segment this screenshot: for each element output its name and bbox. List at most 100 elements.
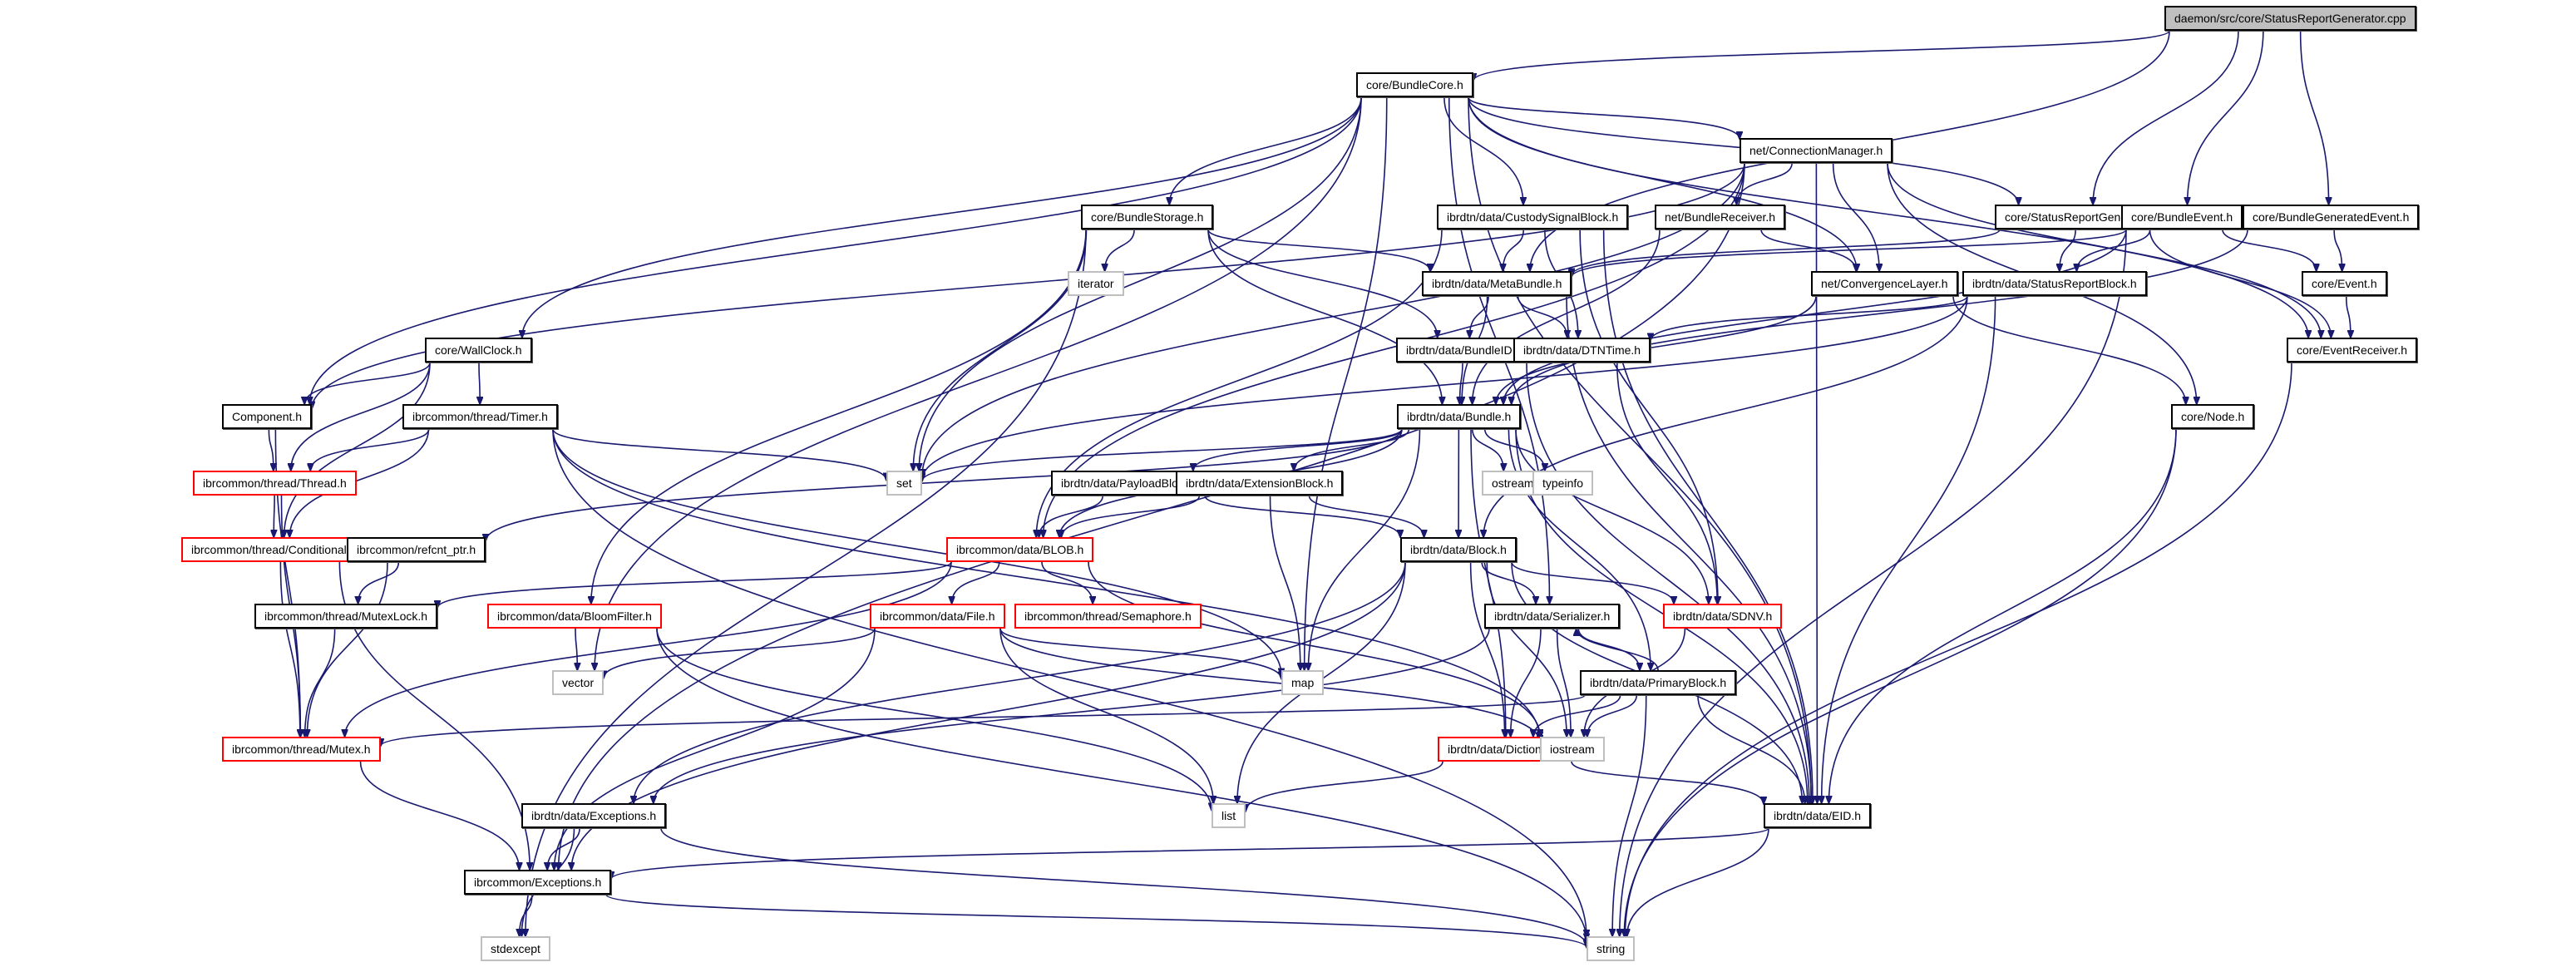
graph-node-semaphore[interactable]: ibrcommon/thread/Semaphore.h (1014, 604, 1202, 629)
graph-node-primary-block[interactable]: ibrdtn/data/PrimaryBlock.h (1580, 670, 1737, 695)
graph-node-bundle-generated-event[interactable]: core/BundleGeneratedEvent.h (2243, 205, 2420, 229)
graph-node-convergence-layer[interactable]: net/ConvergenceLayer.h (1811, 271, 1958, 296)
edge-WallClock-to-Thread (291, 362, 431, 471)
edge-ConnectionManager-to-CommonExceptions (559, 162, 1745, 870)
graph-node-typeinfo: typeinfo (1532, 471, 1594, 496)
edge-Timer-to-set (552, 428, 886, 481)
edge-ConnectionManager-to-BLOB (1044, 162, 1745, 537)
edge-Node-to-EID (1828, 428, 2177, 803)
edge-PayloadBlock-to-BLOB (1039, 495, 1104, 537)
edge-ConnectionManager-to-BundleReceiver (1736, 162, 1793, 205)
edge-DTNTime-to-SDNV (1616, 362, 1718, 604)
graph-node-mutex-lock[interactable]: ibrcommon/thread/MutexLock.h (254, 604, 438, 629)
edge-refcnt_ptr-to-MutexLock (358, 561, 400, 604)
graph-node-node[interactable]: core/Node.h (2171, 404, 2255, 429)
edge-MutexLock-to-Mutex (305, 628, 336, 737)
edge-EID-to-CommonExceptions (611, 827, 1769, 879)
edge-Bundle-to-typeinfo (1483, 428, 1545, 471)
graph-node-iostream: iostream (1540, 737, 1605, 762)
edge-BundleGeneratedEvent-to-Event (2333, 229, 2342, 271)
edge-BundleID-to-Bundle (1460, 362, 1463, 404)
graph-node-connection-manager[interactable]: net/ConnectionManager.h (1740, 138, 1893, 163)
graph-node-string: string (1587, 936, 1636, 961)
edge-BundleCore-to-vector (595, 96, 1362, 670)
edge-PrimaryBlock-to-Serializer (1577, 629, 1659, 671)
edge-BundleReceiver-to-Bundle (1473, 229, 1661, 404)
edge-BundleCore-to-CustodySignalBlock (1443, 96, 1523, 205)
graph-node-component[interactable]: Component.h (222, 404, 313, 429)
edge-root-to-BundleCore (1473, 30, 2170, 81)
graph-node-iterator: iterator (1068, 271, 1124, 296)
edge-Dictionary-to-list (1246, 761, 1443, 812)
edge-ConvergenceLayer-to-Node (1952, 295, 2186, 404)
graph-node-status-report-block[interactable]: ibrdtn/data/StatusReportBlock.h (1962, 271, 2147, 296)
graph-node-custody-signal-block[interactable]: ibrdtn/data/CustodySignalBlock.h (1437, 205, 1629, 229)
edge-File-to-list (999, 628, 1213, 803)
edge-DataExceptions-to-CommonExceptions (547, 827, 580, 870)
edge-WallClock-to-Timer (479, 362, 480, 404)
edge-BundleStorage-to-stdexcept (526, 229, 1087, 936)
edge-EventReceiver-to-string (1625, 362, 2292, 936)
edge-Bundle-to-SDNV (1515, 428, 1709, 604)
graph-node-data-exceptions[interactable]: ibrdtn/data/Exceptions.h (521, 803, 667, 828)
graph-node-file[interactable]: ibrcommon/data/File.h (870, 604, 1005, 629)
graph-node-refcnt_ptr[interactable]: ibrcommon/refcnt_ptr.h (347, 537, 486, 562)
edge-Component-to-Thread (268, 428, 273, 471)
graph-node-list: list (1212, 803, 1246, 828)
edge-ExtensionBlock-to-Block (1308, 495, 1424, 537)
edge-BundleCore-to-ConnectionManager (1468, 96, 1740, 139)
graph-node-bloom-filter[interactable]: ibrcommon/data/BloomFilter.h (487, 604, 662, 629)
edge-ConnectionManager-to-ConvergenceLayer (1832, 162, 1879, 271)
graph-node-blob[interactable]: ibrcommon/data/BLOB.h (946, 537, 1094, 562)
graph-node-timer[interactable]: ibrcommon/thread/Timer.h (402, 404, 558, 429)
graph-node-eid[interactable]: ibrdtn/data/EID.h (1764, 803, 1872, 828)
graph-node-event[interactable]: core/Event.h (2302, 271, 2387, 296)
edge-CustodySignalBlock-to-EID (1602, 229, 1813, 803)
graph-node-conditional[interactable]: ibrcommon/thread/Conditional.h (181, 537, 367, 562)
edge-DataExceptions-to-string (660, 827, 1587, 945)
edge-BundleCore-to-set (919, 96, 1362, 471)
edge-StatusReportGeneratorH-to-StatusReportBlock (2060, 229, 2076, 271)
edge-Timer-to-Thread (310, 428, 430, 471)
edge-BundleEvent-to-StatusReportBlock (2076, 229, 2151, 271)
edge-CommonExceptions-to-stdexcept (520, 894, 533, 936)
edge-Bundle-to-ostream (1471, 428, 1504, 471)
edge-BundleEvent-to-Bundle (1503, 229, 2127, 404)
edge-BundleStorage-to-Bundle (1207, 229, 1442, 404)
edge-Serializer-to-Dictionary (1511, 628, 1542, 737)
graph-node-dtntime[interactable]: ibrdtn/data/DTNTime.h (1513, 338, 1651, 363)
edge-Timer-to-iostream (552, 428, 1540, 739)
graph-node-extension-block[interactable]: ibrdtn/data/ExtensionBlock.h (1176, 471, 1344, 496)
edge-BLOB-to-MutexLock (437, 561, 952, 608)
edge-BloomFilter-to-string (656, 628, 1587, 940)
edge-ExtensionBlock-to-BLOB (1061, 495, 1201, 537)
graph-node-sdnv[interactable]: ibrdtn/data/SDNV.h (1663, 604, 1783, 629)
edge-Block-to-Serializer (1481, 561, 1536, 604)
graph-node-meta-bundle[interactable]: ibrdtn/data/MetaBundle.h (1422, 271, 1572, 296)
edge-BundleEvent-to-Event (2222, 229, 2317, 271)
edge-Timer-to-Conditional (289, 428, 430, 537)
graph-node-common-exceptions[interactable]: ibrcommon/Exceptions.h (464, 870, 612, 895)
edge-BundleCore-to-BundleStorage (1169, 96, 1362, 205)
graph-node-event-receiver[interactable]: core/EventReceiver.h (2287, 338, 2418, 363)
graph-node-bundle-receiver[interactable]: net/BundleReceiver.h (1655, 205, 1786, 229)
graph-node-mutex[interactable]: ibrcommon/thread/Mutex.h (222, 737, 381, 762)
edge-BundleReceiver-to-ConvergenceLayer (1760, 229, 1856, 271)
graph-node-serializer[interactable]: ibrdtn/data/Serializer.h (1484, 604, 1621, 629)
graph-node-bundle-event[interactable]: core/BundleEvent.h (2121, 205, 2243, 229)
graph-node-block[interactable]: ibrdtn/data/Block.h (1400, 537, 1517, 562)
graph-node-bundle-id[interactable]: ibrdtn/data/BundleID.h (1396, 338, 1532, 363)
edge-BundleEvent-to-MetaBundle (1572, 229, 2127, 277)
edge-BLOB-to-Mutex (345, 561, 952, 737)
edge-Bundle-to-refcnt_ptr (486, 428, 1403, 541)
graph-node-wall-clock[interactable]: core/WallClock.h (425, 338, 532, 363)
edge-StatusReportBlock-to-EID (1822, 295, 1996, 803)
graph-node-vector: vector (552, 670, 605, 695)
graph-node-thread[interactable]: ibrcommon/thread/Thread.h (193, 471, 357, 496)
graph-node-bundle-storage[interactable]: core/BundleStorage.h (1081, 205, 1214, 229)
graph-node-bundle[interactable]: ibrdtn/data/Bundle.h (1397, 404, 1522, 429)
graph-node-bundle-core[interactable]: core/BundleCore.h (1356, 72, 1473, 97)
edge-BloomFilter-to-list (656, 628, 1212, 810)
edge-BundleID-to-EID (1526, 362, 1809, 803)
edge-root-to-BundleEvent (2188, 30, 2264, 205)
